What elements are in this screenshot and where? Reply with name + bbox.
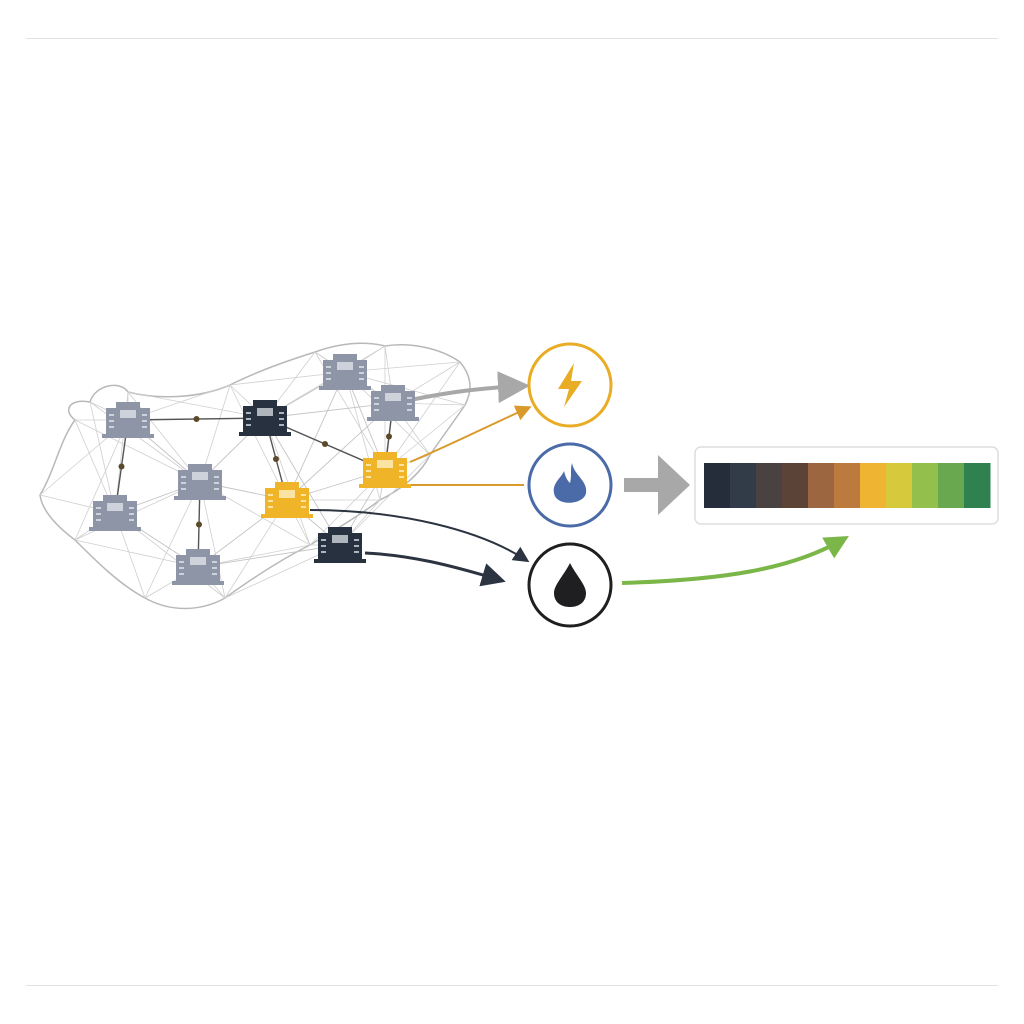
building-icon bbox=[89, 495, 141, 531]
dark-flow-arrow bbox=[309, 509, 530, 563]
scale-swatch bbox=[756, 463, 783, 508]
lightning-icon bbox=[558, 363, 582, 407]
water-drop-icon bbox=[554, 563, 586, 607]
gray-convert-arrow bbox=[624, 455, 690, 515]
scale-swatch bbox=[808, 463, 835, 508]
orange-flow-arrow bbox=[409, 405, 532, 463]
network-link bbox=[286, 371, 346, 501]
link-node bbox=[273, 456, 279, 462]
network-link bbox=[264, 417, 341, 546]
building-icon bbox=[367, 385, 419, 421]
map-link bbox=[384, 361, 461, 471]
scale-swatch bbox=[938, 463, 965, 508]
flame-resource bbox=[527, 442, 613, 528]
map-link bbox=[74, 419, 129, 541]
link-node bbox=[386, 433, 392, 440]
network-link bbox=[197, 544, 341, 568]
bottom-divider bbox=[26, 985, 998, 986]
link-node bbox=[118, 463, 125, 470]
map-link bbox=[127, 391, 266, 419]
resource-icons bbox=[527, 342, 613, 628]
building-icon bbox=[314, 527, 366, 563]
flow-arrows bbox=[309, 371, 849, 587]
scale-swatch bbox=[860, 463, 887, 508]
map-link bbox=[229, 384, 288, 501]
flame-icon bbox=[553, 463, 587, 503]
link-node bbox=[196, 521, 202, 528]
scale-swatch bbox=[912, 463, 939, 508]
scale-swatch bbox=[730, 463, 757, 508]
link-node bbox=[193, 416, 200, 422]
map-link bbox=[339, 454, 431, 546]
building-icon bbox=[102, 402, 154, 438]
dark-flow-arrow bbox=[364, 551, 506, 587]
water-drop-resource bbox=[527, 542, 613, 628]
scale-swatch bbox=[834, 463, 861, 508]
map-link bbox=[89, 401, 116, 514]
map-link bbox=[144, 481, 201, 599]
map-link bbox=[264, 417, 311, 546]
energy-scale bbox=[694, 446, 999, 525]
scale-swatch bbox=[886, 463, 913, 508]
map-link bbox=[199, 481, 226, 599]
scale-swatch bbox=[704, 463, 731, 508]
building-icon bbox=[261, 482, 313, 518]
green-output-arrow bbox=[621, 536, 849, 585]
building-icon bbox=[359, 452, 411, 488]
building-icon bbox=[172, 549, 224, 585]
building-icon bbox=[239, 400, 291, 436]
buildings bbox=[89, 354, 419, 585]
link-node bbox=[322, 441, 328, 447]
lightning-resource bbox=[527, 342, 613, 428]
top-divider bbox=[26, 38, 998, 39]
gray-flow-arrow bbox=[409, 371, 530, 404]
scale-swatch bbox=[782, 463, 809, 508]
scale-swatch bbox=[964, 463, 991, 508]
building-icon bbox=[174, 464, 226, 500]
building-icon bbox=[319, 354, 371, 390]
